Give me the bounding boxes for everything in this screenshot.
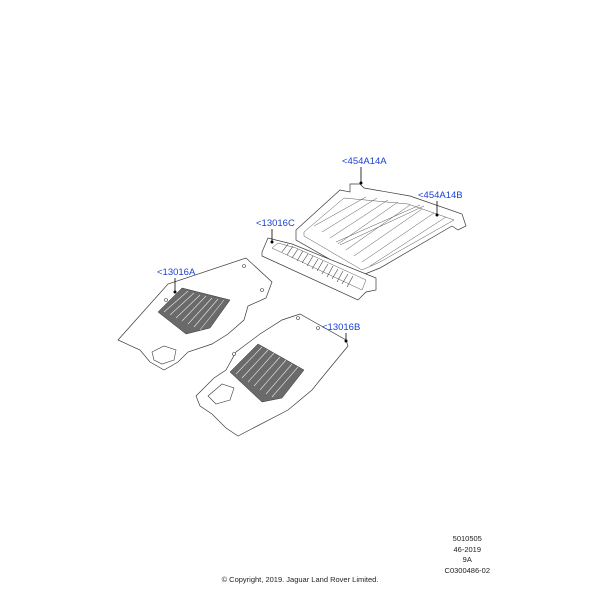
callout-13016a-label[interactable]: <13016A bbox=[157, 267, 196, 278]
reference-line-1: 5010505 bbox=[452, 534, 482, 543]
reference-line-3: 9A bbox=[462, 555, 472, 564]
callout-13016b[interactable]: <13016B bbox=[322, 322, 360, 343]
callout-13016a[interactable]: <13016A bbox=[157, 267, 196, 294]
callout-454a14b-label[interactable]: <454A14B bbox=[418, 190, 463, 201]
callout-454a14a[interactable]: <454A14A bbox=[342, 156, 387, 185]
front-left-ribbed-pad bbox=[157, 287, 231, 335]
load-floor-slats bbox=[313, 196, 447, 267]
reference-line-4: C0300486-02 bbox=[444, 565, 490, 575]
copyright-notice: © Copyright, 2019. Jaguar Land Rover Lim… bbox=[221, 575, 379, 584]
callout-454a14b[interactable]: <454A14B bbox=[418, 190, 463, 217]
callout-454a14a-label[interactable]: <454A14A bbox=[342, 156, 387, 167]
callout-13016c[interactable]: <13016C bbox=[256, 218, 295, 244]
center-mat bbox=[261, 237, 377, 301]
reference-line-2: 46-2019 bbox=[453, 544, 482, 554]
drawing-reference: 5010505 46-2019 9A C0300486-02 bbox=[445, 534, 490, 576]
callout-13016b-label[interactable]: <13016B bbox=[322, 322, 360, 333]
callout-13016c-label[interactable]: <13016C bbox=[256, 218, 295, 229]
center-mat-ribs bbox=[281, 243, 354, 288]
front-right-mat bbox=[195, 313, 349, 437]
front-left-mat bbox=[117, 257, 273, 371]
front-right-ribbed-pad bbox=[229, 343, 305, 403]
